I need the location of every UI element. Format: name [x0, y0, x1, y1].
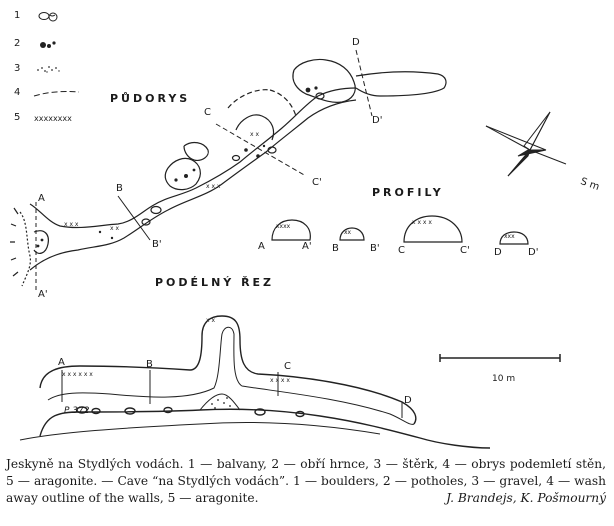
profile-label-c: C: [398, 245, 405, 256]
plan-marker-c: C: [204, 107, 211, 118]
legend-num-1: 1: [14, 10, 21, 21]
legend-num-5: 5: [14, 112, 21, 123]
pothole-symbol-icon: [40, 41, 56, 48]
section-marker-a: A: [58, 357, 65, 368]
svg-text:x x x x: x x x x: [412, 219, 432, 226]
plan-marker-c-prime: C': [312, 177, 322, 188]
section-point-label: P 372: [64, 406, 90, 416]
svg-text:x x x x x x: x x x x x x: [62, 371, 93, 378]
dashed-outline-symbol-icon: [33, 91, 80, 97]
svg-text:x x x: x x x: [64, 221, 79, 228]
figure-caption: Jeskyně na Stydlých vodách. 1 — balvany,…: [6, 456, 606, 507]
profile-label-a: A: [258, 241, 265, 252]
profile-label-d-prime: D': [528, 247, 539, 258]
legend-num-4: 4: [14, 87, 21, 98]
section-marker-c: C: [284, 361, 291, 372]
profile-label-b-prime: B': [370, 243, 380, 254]
profile-label-b: B: [332, 243, 339, 254]
profile-label-a-prime: A': [302, 241, 312, 252]
plan-marker-b: B: [116, 183, 123, 194]
profile-b: [339, 227, 365, 241]
profile-a: [271, 219, 311, 241]
boulder-symbol-icon: [38, 12, 58, 22]
scale-label: 10 m: [492, 374, 516, 384]
profile-label-d: D: [494, 247, 502, 258]
plan-title: PŮDORYS: [110, 92, 191, 105]
svg-text:x x: x x: [250, 131, 259, 138]
longitudinal-section-title: PODÉLNÝ ŘEZ: [155, 276, 275, 289]
svg-text:xxxxxxxx: xxxxxxxx: [34, 114, 72, 123]
gravel-symbol-icon: [37, 66, 60, 73]
svg-text:x x: x x: [206, 317, 215, 324]
svg-text:xxxx: xxxx: [276, 223, 291, 230]
longitudinal-section: x x x x x x x x x x x x: [19, 315, 491, 449]
cave-plan: x x x x x x x x x x: [10, 49, 447, 292]
scale-bar: [439, 354, 561, 362]
plan-marker-a: A: [38, 193, 45, 204]
profile-c: [403, 215, 463, 243]
plan-marker-d: D: [352, 37, 360, 48]
caption-credit: J. Brandejs, K. Pošmourný: [446, 491, 606, 505]
section-marker-b: B: [146, 359, 153, 370]
cave-drawing: xxxxxxxx: [10, 12, 567, 449]
aragonite-x-symbol-icon: xxxxxxxx: [34, 114, 72, 123]
plan-marker-d-prime: D': [372, 115, 383, 126]
svg-text:x x x x: x x x x: [270, 377, 290, 384]
svg-text:xx: xx: [344, 229, 352, 236]
cross-section-profiles: xxxxx x x x xxxxx: [271, 215, 529, 245]
section-marker-d: D: [404, 395, 412, 406]
north-arrow-compass-icon: [485, 111, 567, 177]
svg-text:xxx: xxx: [504, 233, 515, 240]
profile-d: [499, 231, 529, 245]
plan-marker-b-prime: B': [152, 239, 162, 250]
profile-label-c-prime: C': [460, 245, 470, 256]
caption-text: Jeskyně na Stydlých vodách. 1 — balvany,…: [6, 457, 606, 505]
profiles-title: PROFILY: [372, 186, 444, 199]
legend-num-3: 3: [14, 63, 21, 74]
legend-num-2: 2: [14, 38, 21, 49]
svg-text:x x: x x: [110, 225, 119, 232]
plan-marker-a-prime: A': [38, 289, 48, 300]
svg-text:x x x: x x x: [206, 183, 221, 190]
